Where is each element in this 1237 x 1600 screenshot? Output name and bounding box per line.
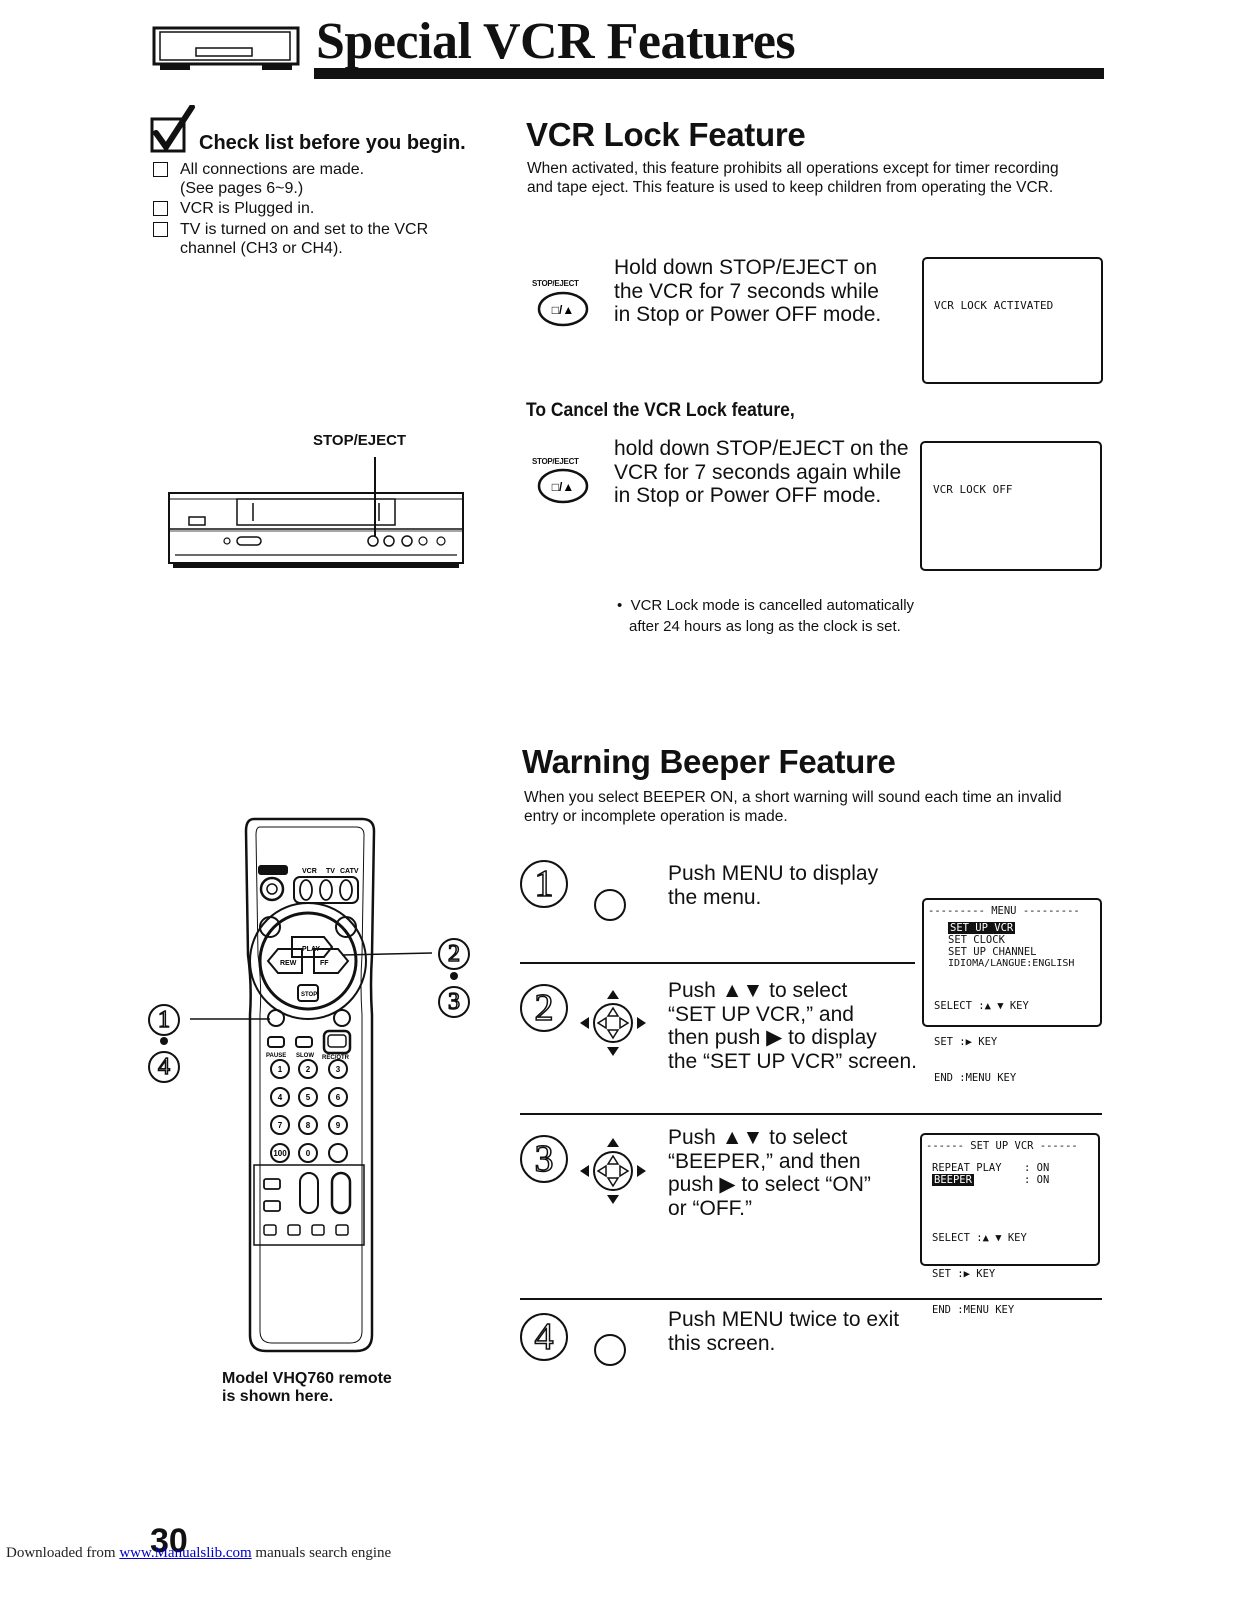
footer-credit: Downloaded from www.Manualslib.com manua… xyxy=(6,1545,392,1561)
svg-text:□/▲: □/▲ xyxy=(552,303,574,317)
checklist-item: VCR is Plugged in. xyxy=(153,199,314,218)
tv-screen-lock-off: VCR LOCK OFF xyxy=(920,441,1102,571)
vcr-lock-title: VCR Lock Feature xyxy=(526,116,806,153)
tv-screen-lock-activated: VCR LOCK ACTIVATED xyxy=(922,257,1103,384)
menu-item-set-up-vcr: SET UP VCR xyxy=(948,922,1016,934)
step-divider xyxy=(520,962,915,964)
step-divider xyxy=(520,1298,1102,1300)
beeper-intro: When you select BEEPER ON, a short warni… xyxy=(524,789,1062,825)
page-title: Special VCR Features xyxy=(316,13,796,70)
svg-text:PAUSE: PAUSE xyxy=(266,1053,286,1059)
svg-text:2: 2 xyxy=(306,1065,311,1074)
vcr-lock-intro: When activated, this feature prohibits a… xyxy=(527,160,1059,196)
stop-eject-button-label: STOP/EJECT xyxy=(532,279,579,288)
beeper-step-3-text: Push ▲▼ to select “BEEPER,” and then pus… xyxy=(668,1126,871,1220)
svg-text:8: 8 xyxy=(306,1121,311,1130)
callout-dot xyxy=(160,1037,168,1045)
stop-eject-button-label: STOP/EJECT xyxy=(532,457,579,466)
remote-control-diagram: VCR TV CATV PLAY REW FF STOP PAUSE SLOW … xyxy=(190,817,433,1353)
svg-text:5: 5 xyxy=(306,1093,311,1102)
callout-step-3: 3 xyxy=(438,986,470,1018)
svg-text:FF: FF xyxy=(320,960,329,967)
lock-auto-cancel-note: • VCR Lock mode is cancelled automatical… xyxy=(617,597,915,635)
menu-item-language: IDIOMA/LANGUE:ENGLISH xyxy=(948,958,1075,969)
page-number: 30 xyxy=(150,1522,188,1560)
tv-screen-menu: --------- MENU --------- SET UP VCR SET … xyxy=(922,898,1102,1084)
direction-pad-icon xyxy=(580,990,646,1056)
svg-text:4: 4 xyxy=(278,1093,283,1102)
stop-eject-label: STOP/EJECT xyxy=(313,432,407,449)
svg-text:7: 7 xyxy=(278,1121,283,1130)
menu-item-set-clock: SET CLOCK xyxy=(948,934,1005,946)
setup-row-repeat-play: REPEAT PLAY: ON xyxy=(932,1162,1050,1174)
step-number-3: 3 xyxy=(520,1135,568,1183)
stop-eject-button-icon: □/▲ xyxy=(537,291,589,327)
stop-eject-button-icon: □/▲ xyxy=(537,468,589,504)
bullet-icon: • xyxy=(617,597,631,614)
svg-text:0: 0 xyxy=(306,1149,311,1158)
checkbox-icon xyxy=(153,222,168,237)
svg-text:9: 9 xyxy=(336,1121,341,1130)
svg-text:1: 1 xyxy=(278,1065,283,1074)
manualslib-link[interactable]: www.Manualslib.com xyxy=(119,1545,252,1561)
callout-step-4: 4 xyxy=(148,1051,180,1083)
svg-text:PLAY: PLAY xyxy=(302,946,320,953)
setup-row-beeper: BEEPER: ON xyxy=(932,1174,1050,1186)
svg-text:CATV: CATV xyxy=(340,868,359,875)
svg-text:3: 3 xyxy=(336,1065,341,1074)
svg-text:STOP: STOP xyxy=(301,992,317,998)
checklist-item: All connections are made. (See pages 6~9… xyxy=(153,160,364,198)
checklist-title: Check list before you begin. xyxy=(199,132,466,154)
checklist-item: TV is turned on and set to the VCR chann… xyxy=(153,220,428,258)
callout-step-1: 1 xyxy=(148,1004,180,1036)
beeper-title: Warning Beeper Feature xyxy=(522,743,896,780)
tv-screen-set-up-vcr: ------ SET UP VCR ------ REPEAT PLAY: ON… xyxy=(920,1133,1100,1316)
callout-dot xyxy=(450,972,458,980)
beeper-step-2-text: Push ▲▼ to select “SET UP VCR,” and then… xyxy=(668,979,917,1073)
svg-text:SLOW: SLOW xyxy=(296,1053,314,1059)
callout-step-2: 2 xyxy=(438,938,470,970)
vcr-front-diagram xyxy=(168,457,464,568)
menu-button-icon xyxy=(594,889,626,921)
header-rule xyxy=(314,68,1104,79)
step-number-2: 2 xyxy=(520,984,568,1032)
checkmark-icon xyxy=(150,105,195,153)
vcr-header-icon xyxy=(152,26,300,70)
menu-item-set-up-channel: SET UP CHANNEL xyxy=(948,946,1037,958)
menu-button-icon xyxy=(594,1334,626,1366)
svg-text:TV: TV xyxy=(326,868,335,875)
beeper-step-4-text: Push MENU twice to exit this screen. xyxy=(668,1308,900,1355)
checkbox-icon xyxy=(153,162,168,177)
cancel-lock-heading: To Cancel the VCR Lock feature, xyxy=(526,400,795,421)
step-number-4: 4 xyxy=(520,1313,568,1361)
checkbox-icon xyxy=(153,201,168,216)
svg-text:REW: REW xyxy=(280,960,297,967)
svg-text:6: 6 xyxy=(336,1093,341,1102)
direction-pad-icon xyxy=(580,1138,646,1204)
cancel-lock-step-text: hold down STOP/EJECT on the VCR for 7 se… xyxy=(614,437,909,507)
step-divider xyxy=(520,1113,1102,1115)
remote-caption: Model VHQ760 remote is shown here. xyxy=(222,1370,392,1405)
step-number-1: 1 xyxy=(520,860,568,908)
svg-text:□/▲: □/▲ xyxy=(552,480,574,494)
svg-text:REC/OTR: REC/OTR xyxy=(322,1055,350,1061)
beeper-step-1-text: Push MENU to display the menu. xyxy=(668,862,879,909)
svg-text:100: 100 xyxy=(273,1149,287,1158)
svg-text:VCR: VCR xyxy=(302,868,317,875)
vcr-lock-step-text: Hold down STOP/EJECT on the VCR for 7 se… xyxy=(614,256,882,326)
